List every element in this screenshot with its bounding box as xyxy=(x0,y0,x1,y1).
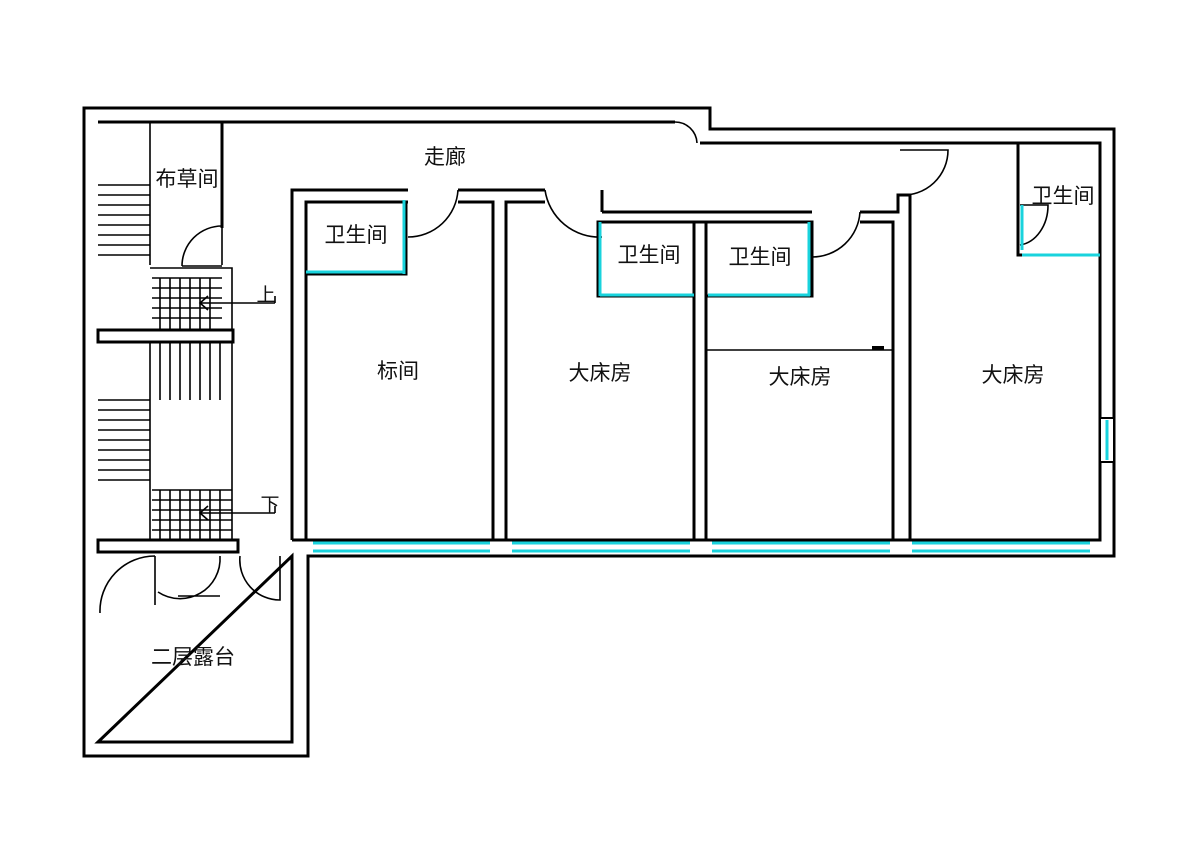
terrace-doors xyxy=(99,555,281,614)
corner-door-arc xyxy=(674,121,698,144)
stairwell xyxy=(96,122,240,554)
windows xyxy=(306,200,1115,553)
king-room-label-3: 大床房 xyxy=(982,363,1045,387)
bathroom-label-3: 卫生间 xyxy=(729,245,792,269)
terrace-label: 二层露台 xyxy=(151,645,235,669)
room-block-walls xyxy=(290,143,1100,540)
room-doors xyxy=(407,189,861,258)
stair-down-label: 下 xyxy=(260,494,279,516)
linen-room-label: 布草间 xyxy=(156,167,219,191)
twin-room-label: 标间 xyxy=(377,359,419,383)
bathroom-label-2: 卫生间 xyxy=(618,243,681,267)
king-room-label-1: 大床房 xyxy=(569,361,632,385)
king-room-label-2: 大床房 xyxy=(769,365,832,389)
right-corridor-door xyxy=(899,149,949,196)
corridor-label: 走廊 xyxy=(424,145,466,169)
stair-up-arrow xyxy=(198,295,276,311)
outer-walls xyxy=(82,106,1116,758)
stair-up-label: 上 xyxy=(256,284,275,306)
bathroom-label-1: 卫生间 xyxy=(325,223,388,247)
bathroom-label-4: 卫生间 xyxy=(1032,184,1095,208)
linen-room-walls xyxy=(181,122,224,267)
stair-down-arrow xyxy=(198,505,276,521)
